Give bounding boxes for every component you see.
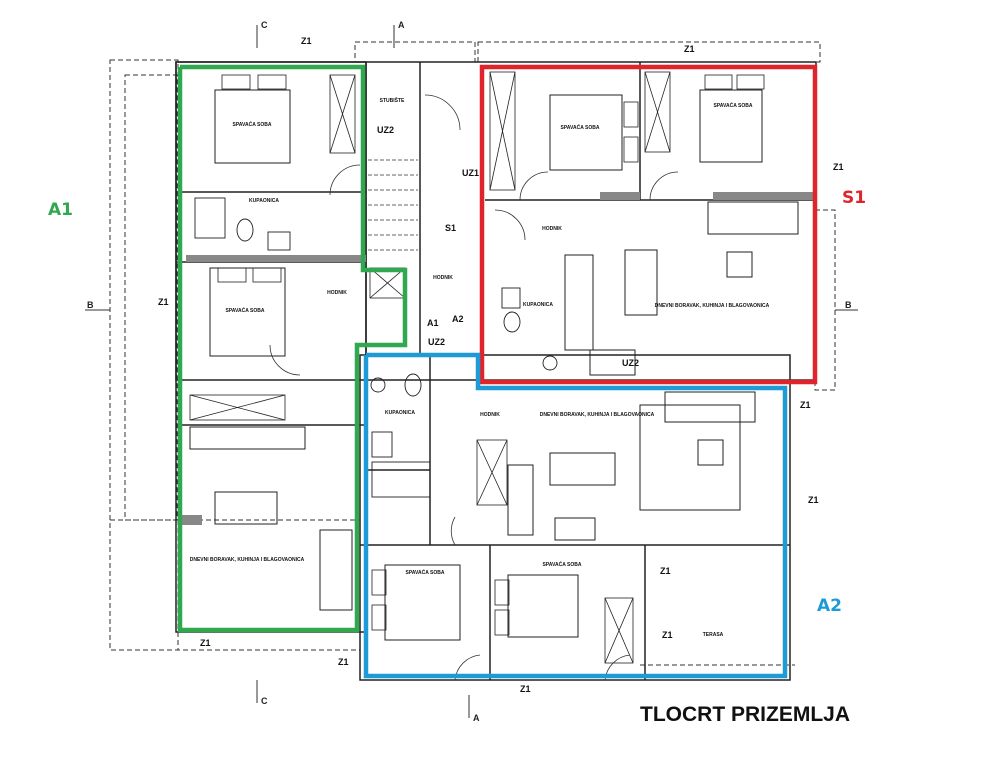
entry-arrow-a1: A1 <box>427 318 439 328</box>
section-marker-b-right: B <box>845 300 852 310</box>
tag-z1-terrace-2: Z1 <box>662 630 673 640</box>
dashed-boundaries <box>109 41 836 666</box>
room-a2-terrace: TERASA <box>702 632 724 638</box>
tag-z1-a2-bottom: Z1 <box>520 684 531 694</box>
room-a2-living: DNEVNI BORAVAK, KUHINJA I BLAGOVAONICA <box>539 412 655 418</box>
tag-uz2-mid: UZ2 <box>428 337 446 347</box>
section-marker-a-bottom: A <box>473 713 480 723</box>
plan-title: TLOCRT PRIZEMLJA <box>640 703 850 726</box>
unit-outline-s1 <box>479 64 818 385</box>
room-a2-bathroom: KUPAONICA <box>385 410 415 416</box>
walls <box>175 61 817 681</box>
section-marker-c-bottom: C <box>261 696 268 706</box>
section-marker-b-left: B <box>87 300 94 310</box>
unit-outline-a2 <box>363 352 788 679</box>
dining-tables <box>214 249 753 525</box>
room-a1-living: DNEVNI BORAVAK, KUHINJA I BLAGOVAONICA <box>189 557 305 563</box>
section-lines <box>85 25 858 718</box>
unit-label-s1: S1 <box>842 188 867 208</box>
bathroom-fixtures <box>194 197 558 498</box>
kitchens <box>189 254 636 541</box>
tag-z1-s1-right: Z1 <box>833 162 844 172</box>
entry-arrow-s1: S1 <box>445 223 457 233</box>
tag-z1-a2-left: Z1 <box>338 657 349 667</box>
tag-z1-a2-right-2: Z1 <box>808 495 819 505</box>
tag-uz2-s1: UZ2 <box>622 358 640 368</box>
hatched-walls <box>180 192 816 525</box>
room-a2-bedroom-1: SPAVAĆA SOBA <box>405 570 445 576</box>
unit-outline-a1 <box>177 64 408 633</box>
room-stairwell: STUBIŠTE <box>379 98 405 104</box>
room-a1-bathroom: KUPAONICA <box>249 198 279 204</box>
entry-arrow-a2: A2 <box>452 314 464 324</box>
tag-z1-terrace-1: Z1 <box>660 566 671 576</box>
tag-z1-top-a1: Z1 <box>301 36 312 46</box>
beds <box>209 89 763 641</box>
room-a1-bedroom-2: SPAVAĆA SOBA <box>225 308 265 314</box>
tag-z1-top-s1: Z1 <box>684 44 695 54</box>
section-marker-c-top: C <box>261 20 268 30</box>
tag-z1-a1-left: Z1 <box>158 297 169 307</box>
room-common-hall: HODNIK <box>433 275 453 281</box>
tag-z1-a1-bottom: Z1 <box>200 638 211 648</box>
room-a1-hall: HODNIK <box>327 290 347 296</box>
wardrobes <box>189 71 671 664</box>
room-s1-bedroom-1: SPAVAĆA SOBA <box>560 125 600 131</box>
room-a1-bedroom-1: SPAVAĆA SOBA <box>232 122 272 128</box>
sofas <box>319 201 799 611</box>
room-s1-hall: HODNIK <box>542 226 562 232</box>
unit-label-a2: A2 <box>817 596 842 616</box>
pillows <box>217 74 765 636</box>
room-a2-hall: HODNIK <box>480 412 500 418</box>
room-s1-bedroom-2: SPAVAĆA SOBA <box>713 103 753 109</box>
room-a2-bedroom-2: SPAVAĆA SOBA <box>542 562 582 568</box>
room-s1-bathroom: KUPAONICA <box>523 302 553 308</box>
unit-label-a1: A1 <box>48 200 73 220</box>
tag-z1-a2-right: Z1 <box>800 400 811 410</box>
section-marker-a-top: A <box>398 20 405 30</box>
stairs <box>368 159 418 251</box>
tag-uz1: UZ1 <box>462 168 480 178</box>
tag-uz2-top: UZ2 <box>377 125 395 135</box>
room-s1-living: DNEVNI BORAVAK, KUHINJA I BLAGOVAONICA <box>654 303 770 309</box>
